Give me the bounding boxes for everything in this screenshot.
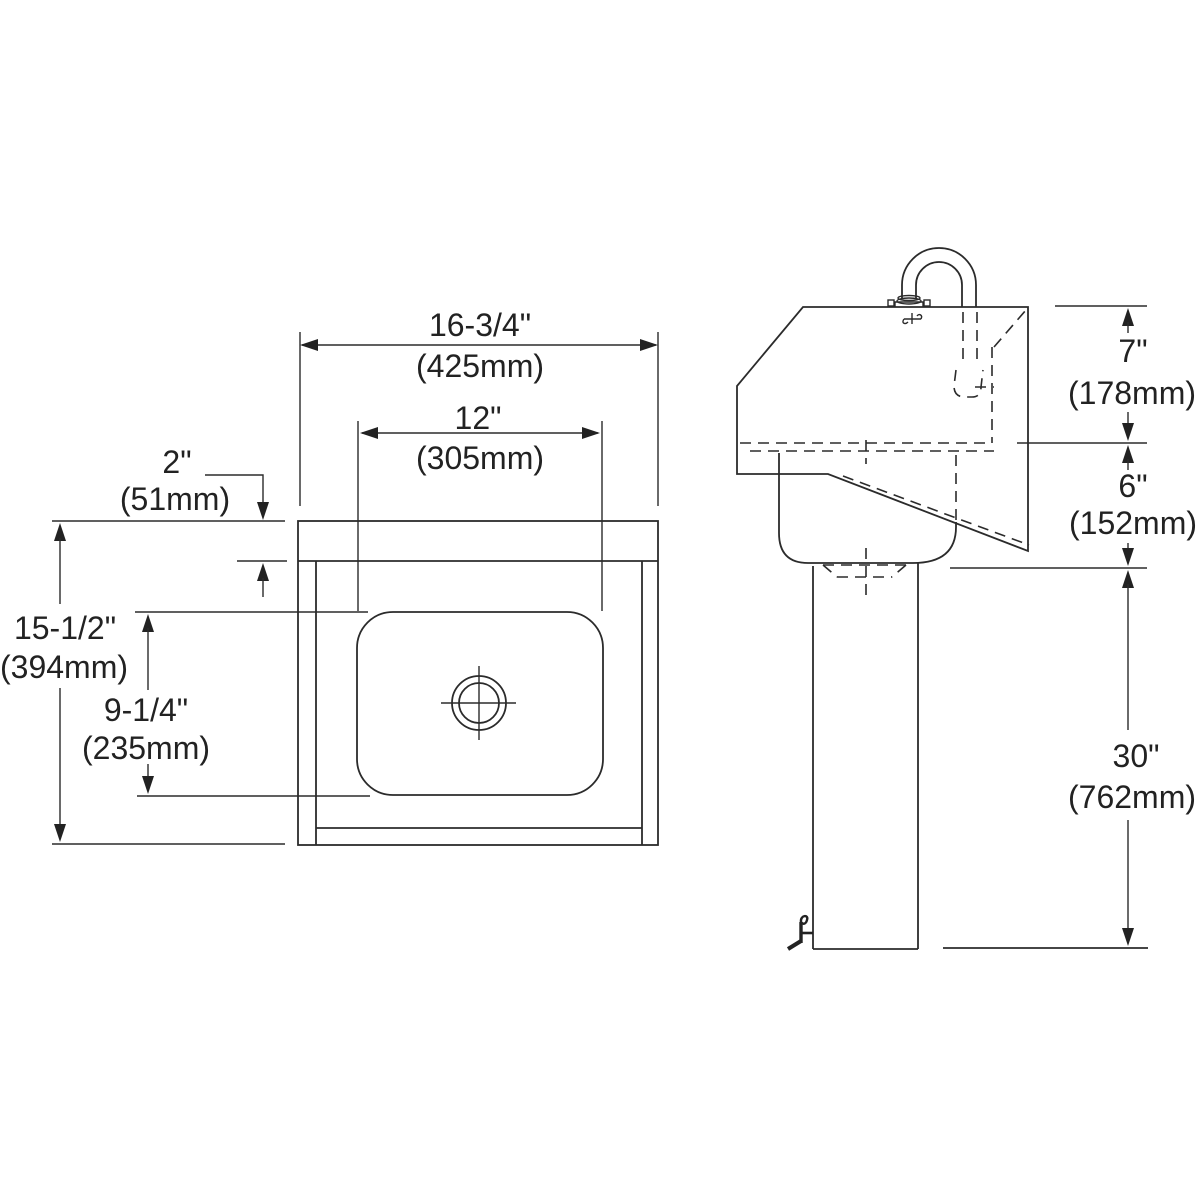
- pedestal: [812, 563, 919, 950]
- pedestal-height-metric: (762mm): [1068, 779, 1196, 815]
- dimension-bowl-depth: 9-1/4" (235mm): [82, 611, 370, 797]
- front-view: [297, 520, 659, 846]
- dimension-rim-height: 2" (51mm): [120, 444, 287, 597]
- dimension-overall-height: 15-1/2" (394mm): [0, 520, 285, 845]
- top-section-metric: (178mm): [1068, 375, 1196, 411]
- side-body-outline: [736, 306, 1029, 553]
- side-hidden-drain: [822, 440, 907, 599]
- gooseneck-faucet: [887, 247, 994, 398]
- dimension-apron: 6" (152mm): [1069, 445, 1197, 566]
- apron-inches: 6": [1118, 468, 1147, 504]
- bowl-depth-metric: (235mm): [82, 730, 210, 766]
- top-section-inches: 7": [1118, 333, 1147, 369]
- apron-metric: (152mm): [1069, 505, 1197, 541]
- bowl-width-metric: (305mm): [416, 440, 544, 476]
- front-bowl: [356, 611, 604, 796]
- front-sink-outline: [297, 520, 659, 846]
- front-drain: [441, 666, 516, 740]
- side-hidden-apron-edge: [842, 475, 1030, 546]
- dimension-bowl-width: 12" (305mm): [357, 400, 603, 611]
- overall-width-metric: (425mm): [416, 348, 544, 384]
- dimension-pedestal-height: 30" (762mm): [1068, 570, 1196, 946]
- bowl-depth-inches: 9-1/4": [104, 692, 188, 728]
- bowl-width-inches: 12": [455, 400, 502, 436]
- overall-height-inches: 15-1/2": [14, 610, 116, 646]
- side-view: [736, 247, 1148, 951]
- dimension-overall-width: 16-3/4" (425mm): [299, 307, 659, 506]
- side-bowl: [778, 453, 957, 564]
- overall-height-metric: (394mm): [0, 649, 128, 685]
- overall-width-inches: 16-3/4": [429, 307, 531, 343]
- rim-height-metric: (51mm): [120, 481, 230, 517]
- faucet-base-flange: [887, 294, 931, 307]
- faucet-hidden-aerator: [953, 369, 984, 398]
- pedestal-height-inches: 30": [1113, 738, 1160, 774]
- floor-bracket-symbol: [786, 914, 813, 951]
- dimension-top-section: 7" (178mm): [1068, 308, 1196, 441]
- faucet-mount-mark: [902, 313, 923, 325]
- side-hidden-corner-diagonal: [993, 309, 1027, 348]
- side-reference-lines: [950, 305, 1147, 569]
- rim-height-inches: 2": [162, 444, 191, 480]
